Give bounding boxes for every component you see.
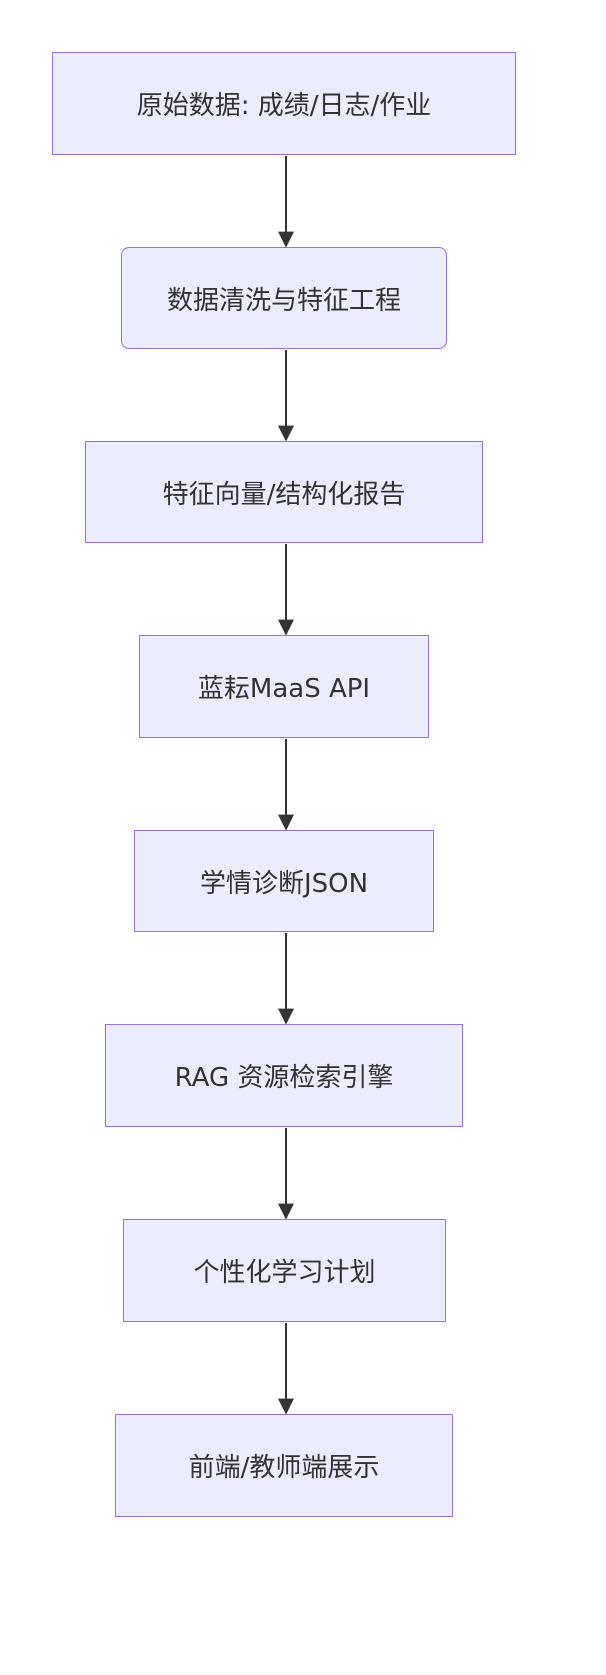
node-feature-vector[interactable]: 特征向量/结构化报告 — [85, 441, 483, 543]
node-data-cleaning[interactable]: 数据清洗与特征工程 — [121, 247, 447, 349]
node-learning-plan-label: 个性化学习计划 — [193, 1258, 376, 1288]
node-maas-api[interactable]: 蓝耘MaaS API — [139, 635, 429, 738]
node-rag-engine-label: RAG 资源检索引擎 — [174, 1063, 394, 1093]
node-data-cleaning-label: 数据清洗与特征工程 — [166, 285, 401, 316]
node-raw-data[interactable]: 原始数据: 成绩/日志/作业 — [52, 52, 516, 155]
node-diagnosis-json[interactable]: 学情诊断JSON — [134, 830, 434, 932]
node-frontend-display[interactable]: 前端/教师端展示 — [115, 1414, 453, 1517]
node-learning-plan[interactable]: 个性化学习计划 — [123, 1219, 446, 1322]
node-raw-data-label: 原始数据: 成绩/日志/作业 — [136, 91, 432, 121]
node-frontend-display-label: 前端/教师端展示 — [188, 1453, 380, 1483]
node-diagnosis-json-label: 学情诊断JSON — [199, 868, 369, 899]
node-feature-vector-label: 特征向量/结构化报告 — [162, 479, 406, 510]
node-maas-api-label: 蓝耘MaaS API — [197, 674, 371, 704]
node-rag-engine[interactable]: RAG 资源检索引擎 — [105, 1024, 463, 1127]
